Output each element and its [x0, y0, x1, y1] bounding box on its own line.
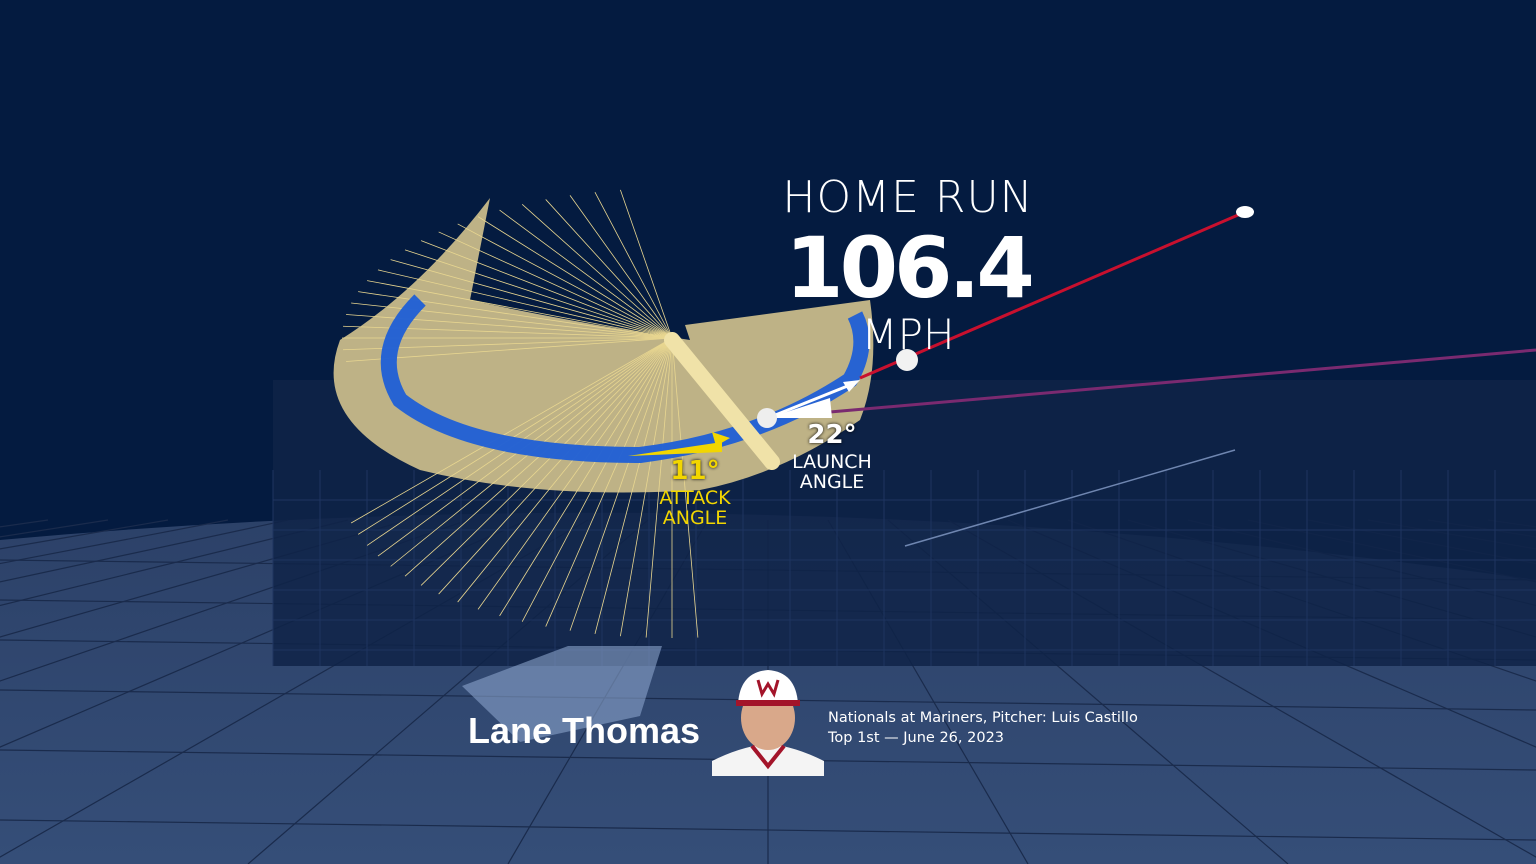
- game-matchup: Nationals at Mariners, Pitcher: Luis Cas…: [828, 710, 1138, 726]
- swing-ray: [645, 337, 673, 638]
- launch-angle-arrow: [767, 381, 856, 420]
- swing-ray: [545, 199, 673, 339]
- swing-ray: [477, 216, 673, 339]
- swing-ray: [420, 240, 673, 339]
- ball-trail-hit: [859, 210, 1246, 380]
- swing-ray: [545, 337, 673, 627]
- launch-angle-value: 22°: [807, 420, 857, 450]
- swing-ray: [457, 223, 673, 339]
- attack-arrow-head: [712, 432, 730, 446]
- swing-ray: [357, 337, 673, 535]
- grid-line: [0, 819, 1536, 841]
- exit-velocity: 106.4: [785, 219, 1035, 317]
- swing-ray: [350, 337, 673, 524]
- swing-ray: [619, 337, 673, 637]
- swing-ray: [594, 337, 673, 634]
- home-plate: [462, 646, 662, 742]
- swing-ray: [390, 259, 673, 339]
- swing-ray: [438, 231, 673, 339]
- wall-grid: [272, 470, 1536, 666]
- launch-arrow-head: [843, 380, 860, 392]
- swing-ray: [671, 337, 699, 638]
- swing-ray: [619, 189, 673, 339]
- grid-line: [0, 519, 349, 607]
- attack-angle-value: 11°: [670, 456, 720, 486]
- player-headshot: [712, 670, 824, 776]
- game-info: Nationals at Mariners, Pitcher: Luis Cas…: [828, 708, 1138, 748]
- swing-ray: [367, 280, 673, 339]
- swing-ray: [569, 195, 673, 339]
- ball: [896, 349, 918, 371]
- pitch-shadow: [904, 449, 1236, 547]
- swing-ray: [404, 249, 673, 339]
- ball-contact: [757, 408, 777, 428]
- player-name: Lane Thomas: [468, 710, 701, 751]
- result-label: HOME RUN: [782, 172, 1034, 223]
- ball-far: [1236, 206, 1254, 218]
- bat: [664, 332, 780, 470]
- swing-ray: [420, 337, 673, 586]
- attack-angle-wedge: [628, 442, 722, 456]
- swing-ray: [499, 209, 673, 339]
- ball-trail-pitch: [829, 348, 1536, 414]
- attack-angle-label: ATTACK ANGLE: [659, 487, 731, 529]
- exit-velocity-unit: MPH: [861, 310, 955, 359]
- swing-ray: [346, 337, 673, 362]
- grid-line: [0, 519, 289, 583]
- swing-ray: [477, 337, 673, 610]
- swing-ray: [521, 337, 673, 622]
- swing-ray: [594, 191, 673, 339]
- swing-ray: [377, 269, 673, 339]
- swing-ray: [521, 204, 673, 339]
- swing-ray: [404, 337, 673, 577]
- swing-ray: [569, 337, 673, 631]
- swing-ray: [499, 337, 673, 617]
- launch-angle-label: LAUNCH ANGLE: [792, 451, 872, 493]
- swing-ray: [438, 337, 673, 595]
- grid-line: [0, 519, 409, 638]
- swing-ray: [457, 337, 673, 603]
- game-inning-date: Top 1st — June 26, 2023: [828, 730, 1005, 746]
